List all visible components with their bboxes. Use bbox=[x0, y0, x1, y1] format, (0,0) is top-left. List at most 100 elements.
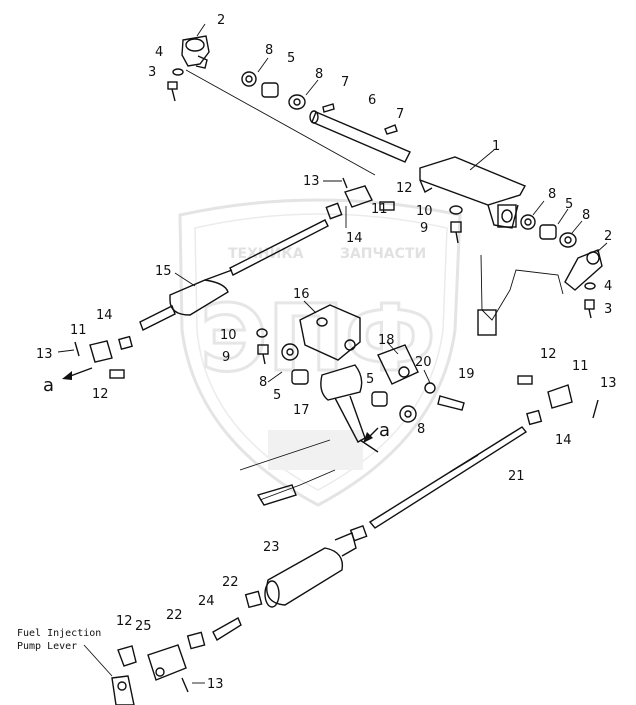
part-3-bolt-top bbox=[167, 81, 178, 102]
part-5-bushing-b bbox=[539, 224, 557, 240]
part-11-clevis-left bbox=[89, 340, 113, 363]
label-part-15: 15 bbox=[155, 264, 172, 279]
part-22-nut-b bbox=[186, 631, 206, 650]
label-part-13-right: 13 bbox=[600, 376, 617, 391]
label-part-18: 18 bbox=[378, 333, 395, 348]
label-part-8-e: 8 bbox=[259, 375, 267, 390]
part-5-bushing-a bbox=[261, 82, 279, 98]
label-part-14-right: 14 bbox=[555, 433, 572, 448]
part-8-bushing-a bbox=[241, 71, 257, 87]
part-8-bushing-c bbox=[520, 214, 536, 230]
label-part-5-c: 5 bbox=[366, 372, 374, 387]
label-part-24: 24 bbox=[198, 594, 215, 609]
label-part-8-c: 8 bbox=[548, 187, 556, 202]
part-9-bolt-middle bbox=[257, 344, 269, 365]
part-25-clevis-lower bbox=[147, 644, 187, 681]
part-11-clevis-upper bbox=[344, 185, 373, 208]
label-part-2-top: 2 bbox=[217, 13, 225, 28]
part-11-clevis-right bbox=[547, 384, 573, 409]
label-part-21: 21 bbox=[508, 469, 525, 484]
label-part-5-b: 5 bbox=[565, 197, 573, 212]
label-part-12-upper: 12 bbox=[396, 181, 413, 196]
watermark-logo-letters: ЭПФ bbox=[200, 285, 436, 392]
part-18-lever-block bbox=[377, 344, 419, 385]
label-part-13-lower: 13 bbox=[207, 677, 224, 692]
label-part-13-upper: 13 bbox=[303, 174, 320, 189]
part-12-pin-right bbox=[517, 375, 533, 385]
label-part-1: 1 bbox=[492, 139, 500, 154]
label-part-4-right: 4 bbox=[604, 279, 612, 294]
watermark-text-1: ТЕХНИКА bbox=[228, 246, 304, 262]
part-17-lever bbox=[320, 364, 379, 453]
part-13-cotter-lower bbox=[181, 677, 189, 693]
label-part-14-left: 14 bbox=[96, 308, 113, 323]
part-7-key-b bbox=[384, 124, 398, 135]
label-part-19: 19 bbox=[458, 367, 475, 382]
part-2-clamp-right bbox=[564, 249, 603, 291]
part-12-pin-upper bbox=[379, 201, 395, 211]
part-7-key-a bbox=[322, 103, 335, 113]
part-5-bushing-d bbox=[371, 391, 388, 407]
part-12-pin-left bbox=[109, 369, 125, 379]
part-14-nut-right bbox=[526, 409, 543, 426]
part-22-nut-a bbox=[244, 590, 263, 609]
label-part-5-d: 5 bbox=[273, 388, 281, 403]
label-part-11-right: 11 bbox=[572, 359, 589, 374]
part-21-rod bbox=[368, 426, 528, 529]
part-4-washer-right bbox=[584, 282, 596, 290]
part-16-bracket bbox=[299, 304, 361, 361]
label-part-3-right: 3 bbox=[604, 302, 612, 317]
label-part-13-left: 13 bbox=[36, 347, 53, 362]
part-19-bolt bbox=[437, 395, 465, 411]
part-1-bracket bbox=[419, 156, 526, 229]
label-part-8-b: 8 bbox=[315, 67, 323, 82]
label-part-10-middle: 10 bbox=[220, 328, 237, 343]
label-part-8-a: 8 bbox=[265, 43, 273, 58]
part-10-washer-upper bbox=[449, 205, 463, 215]
label-part-9-upper: 9 bbox=[420, 221, 428, 236]
label-part-23: 23 bbox=[263, 540, 280, 555]
part-8-bushing-b bbox=[288, 94, 306, 110]
part-13-cotter-left bbox=[74, 341, 80, 357]
part-12-pin-lower bbox=[117, 645, 137, 667]
label-fuel-injection-line-2: Pump Lever bbox=[17, 641, 77, 652]
label-part-16: 16 bbox=[293, 287, 310, 302]
label-part-17: 17 bbox=[293, 403, 310, 418]
watermark-text-2: ЗАПЧАСТИ bbox=[340, 246, 426, 262]
part-8-bushing-f bbox=[399, 405, 417, 423]
label-part-22-a: 22 bbox=[222, 575, 239, 590]
part-13-cotter-upper bbox=[342, 177, 348, 189]
label-part-8-f: 8 bbox=[417, 422, 425, 437]
arrow-a-left bbox=[62, 367, 93, 380]
part-2-clamp-top bbox=[181, 35, 210, 69]
part-6-shaft bbox=[309, 110, 411, 163]
part-14-nut-upper bbox=[325, 202, 343, 220]
label-part-11-left: 11 bbox=[70, 323, 87, 338]
part-24-stud bbox=[212, 617, 242, 642]
part-9-bolt-upper bbox=[450, 221, 462, 244]
part-14-nut-left bbox=[118, 335, 133, 350]
label-part-9-middle: 9 bbox=[222, 350, 230, 365]
part-3-bolt-right bbox=[584, 299, 595, 319]
label-part-12-left: 12 bbox=[92, 387, 109, 402]
label-part-6: 6 bbox=[368, 93, 376, 108]
arrow-a-right bbox=[363, 427, 379, 443]
part-10-washer-middle bbox=[256, 328, 268, 338]
label-part-7-a: 7 bbox=[341, 75, 349, 90]
label-part-10-upper: 10 bbox=[416, 204, 433, 219]
label-part-25: 25 bbox=[135, 619, 152, 634]
label-fuel-injection-line-1: Fuel Injection bbox=[17, 628, 101, 639]
label-part-20: 20 bbox=[415, 355, 432, 370]
part-5-bushing-c bbox=[291, 369, 309, 385]
label-part-7-b: 7 bbox=[396, 107, 404, 122]
label-part-14-upper: 14 bbox=[346, 231, 363, 246]
label-part-5-a: 5 bbox=[287, 51, 295, 66]
part-8-bushing-d bbox=[559, 232, 577, 248]
label-arrow-a-left: a bbox=[43, 375, 54, 396]
part-23-damper bbox=[264, 532, 357, 608]
part-4-washer-top bbox=[172, 68, 184, 76]
part-8-bushing-e bbox=[281, 343, 299, 361]
fuel-injection-pump-lever bbox=[111, 675, 135, 705]
